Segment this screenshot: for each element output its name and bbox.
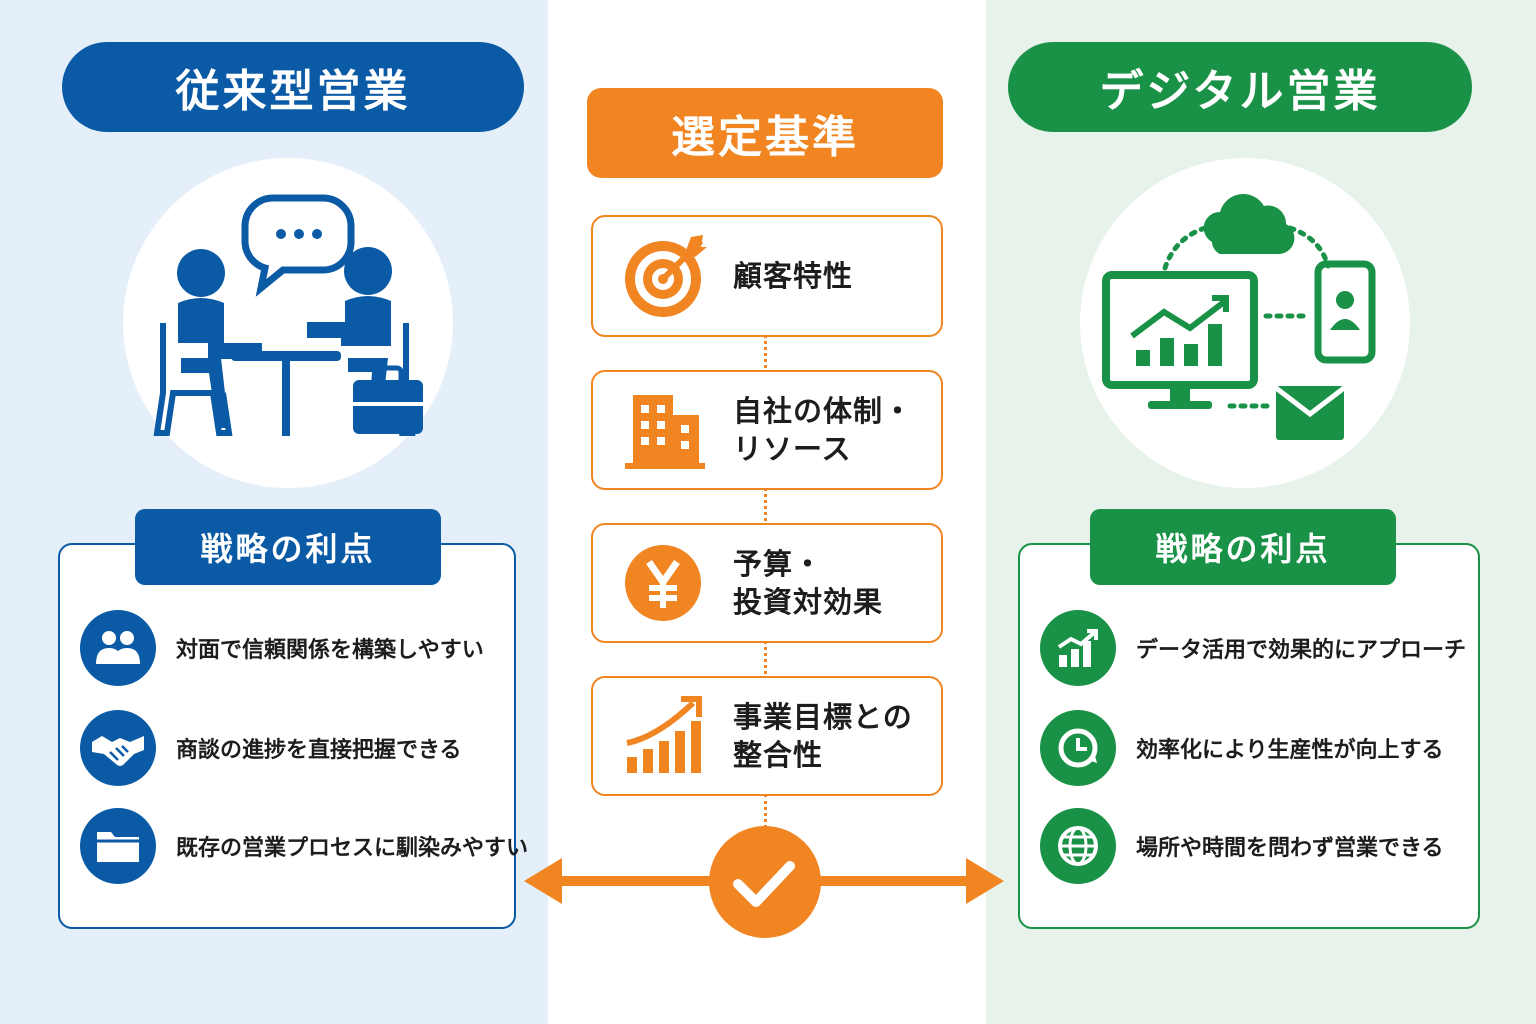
criterion-label-line1: 予算・ — [733, 547, 824, 581]
digital-benefit-item: データ活用で効果的にアプローチ — [1040, 610, 1466, 686]
connector-line — [764, 335, 767, 368]
traditional-sales-title: 従来型営業 — [62, 42, 524, 132]
criterion-label-line1: 事業目標との — [733, 700, 913, 734]
arrow-right-head — [966, 858, 1004, 904]
criterion-label-line2: 投資対効果 — [733, 585, 884, 619]
connector-line — [764, 641, 767, 674]
criterion-company-resources: 自社の体制・リソース — [591, 370, 943, 490]
traditional-benefits-heading: 戦略の利点 — [135, 509, 441, 585]
criterion-label: 顧客特性 — [733, 259, 854, 293]
criterion-label: 予算・投資対効果 — [733, 545, 883, 621]
digital-channels-illustration — [1080, 158, 1410, 488]
digital-benefit-item: 効率化により生産性が向上する — [1040, 710, 1444, 786]
face-to-face-meeting-illustration — [123, 158, 453, 488]
clock-icon — [1040, 710, 1116, 786]
benefit-text: 既存の営業プロセスに馴染みやすい — [176, 836, 529, 861]
folder-icon — [80, 808, 156, 884]
criterion-business-goals: 事業目標との整合性 — [591, 676, 943, 796]
benefit-text: 商談の進捗を直接把握できる — [176, 738, 462, 763]
criterion-budget-roi: 予算・投資対効果 — [591, 523, 943, 643]
target-icon — [621, 231, 711, 321]
check-circle — [709, 826, 821, 938]
yen-icon — [621, 538, 711, 628]
benefit-text: 効率化により生産性が向上する — [1136, 738, 1444, 763]
criterion-label-line2: 整合性 — [733, 738, 824, 772]
check-icon — [733, 861, 795, 907]
selection-criteria-title: 選定基準 — [587, 88, 943, 178]
globe-icon — [1040, 808, 1116, 884]
people-icon — [80, 610, 156, 686]
benefit-text: 場所や時間を問わず営業できる — [1136, 836, 1444, 861]
criterion-label-line1: 自社の体制・ — [733, 394, 914, 428]
digital-benefits-heading: 戦略の利点 — [1090, 509, 1396, 585]
meeting-icon — [153, 194, 423, 436]
arrow-left-head — [524, 858, 562, 904]
criterion-label: 自社の体制・リソース — [733, 392, 913, 468]
growth-chart-icon — [621, 691, 711, 781]
benefit-text: データ活用で効果的にアプローチ — [1136, 638, 1467, 663]
bar-chart-icon — [1040, 610, 1116, 686]
digital-devices-icon — [1102, 194, 1376, 440]
traditional-benefit-item: 商談の進捗を直接把握できる — [80, 710, 462, 786]
handshake-icon — [80, 710, 156, 786]
criterion-customer-characteristics: 顧客特性 — [591, 215, 943, 337]
connector-line — [764, 794, 767, 828]
digital-benefit-item: 場所や時間を問わず営業できる — [1040, 808, 1444, 884]
building-icon — [621, 385, 711, 475]
criterion-label-line2: リソース — [733, 432, 852, 466]
traditional-benefit-item: 既存の営業プロセスに馴染みやすい — [80, 808, 528, 884]
traditional-benefit-item: 対面で信頼関係を構築しやすい — [80, 610, 484, 686]
criterion-label: 事業目標との整合性 — [733, 698, 913, 774]
benefit-text: 対面で信頼関係を構築しやすい — [176, 638, 484, 663]
digital-sales-title: デジタル営業 — [1008, 42, 1472, 132]
connector-line — [764, 488, 767, 521]
